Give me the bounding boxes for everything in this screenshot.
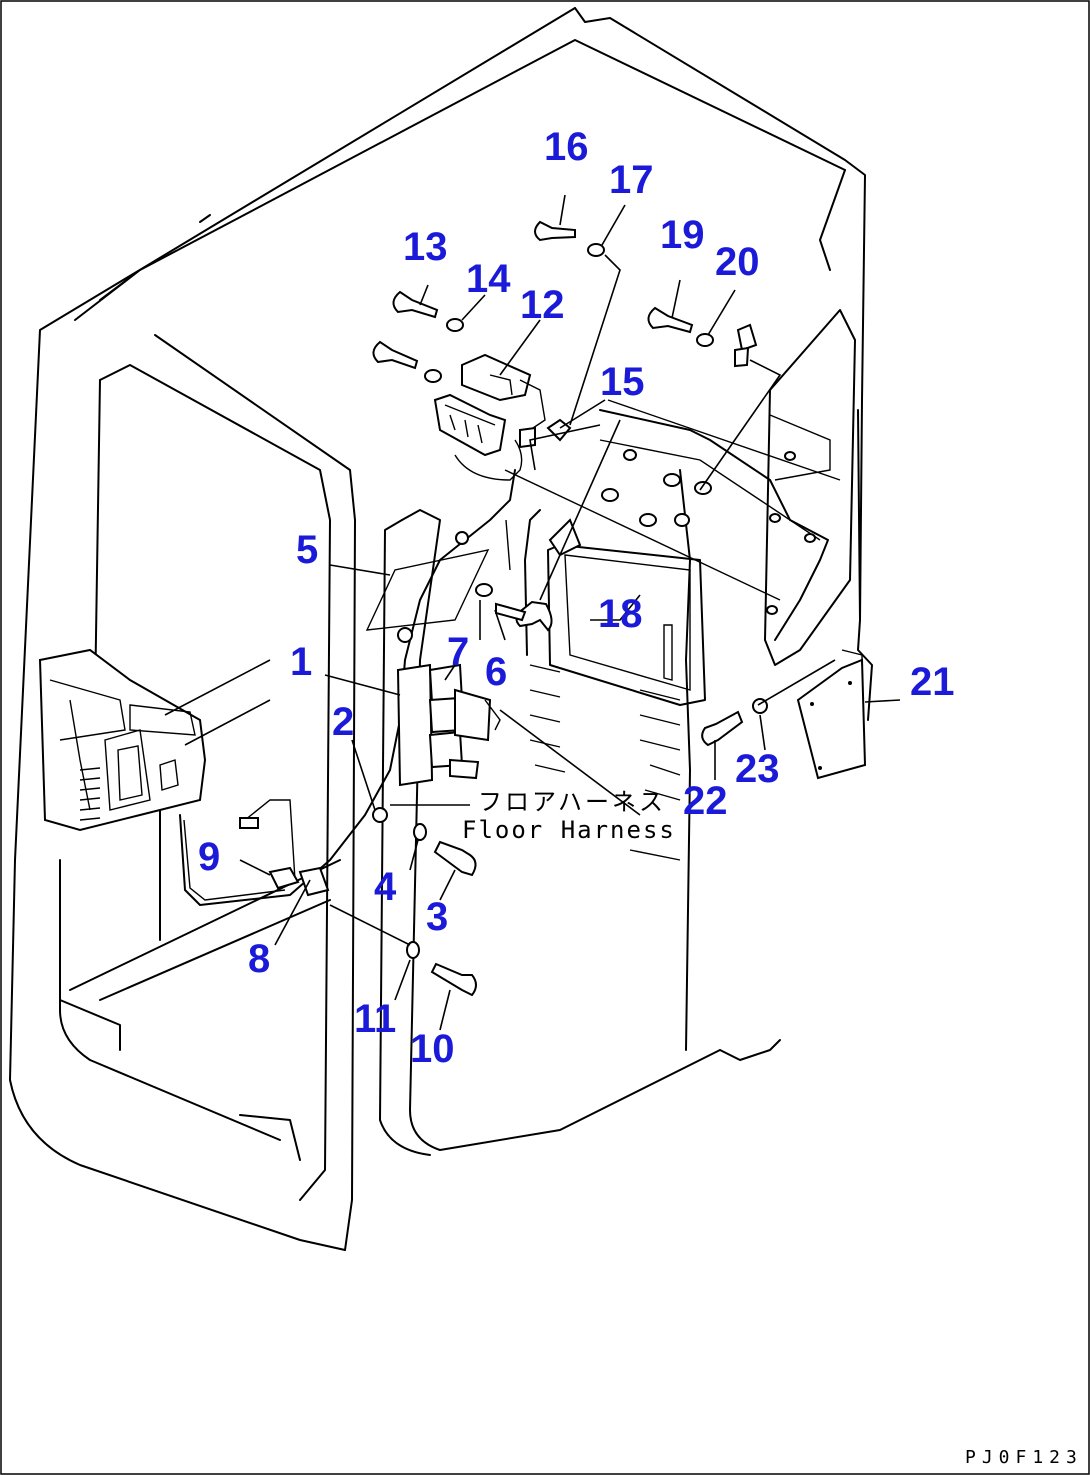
callout-10: 10 [410, 1027, 455, 1071]
callout-1: 1 [290, 640, 312, 684]
cab-outline [9, 7, 873, 1251]
callout-3: 3 [426, 895, 448, 939]
callout-20: 20 [715, 240, 760, 284]
callout-22: 22 [683, 779, 728, 823]
callout-18: 18 [598, 592, 643, 636]
floor-harness [179, 469, 516, 906]
callouts: 1 2 3 4 5 6 7 8 9 10 11 12 13 14 15 16 1… [198, 125, 955, 1071]
callout-4: 4 [374, 865, 397, 909]
callout-23: 23 [735, 747, 780, 791]
callout-6: 6 [485, 650, 507, 694]
controller-assembly [433, 353, 781, 601]
harness-label-en: Floor Harness [462, 816, 676, 844]
callout-17: 17 [609, 158, 654, 202]
callout-19: 19 [660, 213, 705, 257]
callout-11: 11 [354, 997, 396, 1041]
harness-label: フロアハーネス Floor Harness [462, 788, 676, 844]
callout-8: 8 [248, 937, 270, 981]
leader-lines [164, 194, 901, 1031]
callout-16: 16 [544, 125, 589, 169]
callout-7: 7 [447, 630, 469, 674]
hardware [372, 220, 867, 997]
drawing-code: PJ0F123 [965, 1447, 1083, 1468]
harness-label-jp: フロアハーネス [478, 788, 666, 816]
callout-14: 14 [466, 257, 511, 301]
callout-21: 21 [910, 660, 955, 704]
callout-15: 15 [600, 360, 645, 404]
callout-12: 12 [520, 283, 565, 327]
callout-5: 5 [296, 528, 318, 572]
heater-unit [38, 648, 207, 832]
callout-2: 2 [332, 700, 354, 744]
callout-9: 9 [198, 835, 220, 879]
callout-13: 13 [403, 225, 448, 269]
